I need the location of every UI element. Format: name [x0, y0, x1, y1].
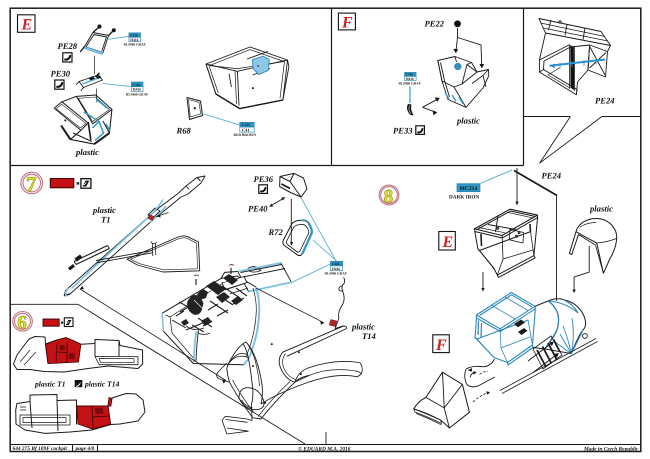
- svg-text:H416: H416: [406, 77, 414, 81]
- svg-text:PE30: PE30: [51, 69, 71, 79]
- svg-text:H416: H416: [130, 38, 138, 42]
- svg-text:R72: R72: [268, 227, 284, 237]
- svg-text:RLM66 GRAY: RLM66 GRAY: [126, 92, 149, 96]
- svg-text:T14: T14: [362, 331, 377, 341]
- svg-text:RLM66 GRAY: RLM66 GRAY: [399, 82, 422, 86]
- svg-text:C116: C116: [332, 262, 340, 266]
- svg-text:C116: C116: [133, 83, 141, 87]
- svg-text:F: F: [341, 15, 353, 32]
- svg-text:T1: T1: [101, 215, 111, 225]
- svg-text:plastic: plastic: [351, 322, 375, 332]
- svg-text:plastic: plastic: [92, 205, 116, 215]
- svg-text:H416: H416: [332, 267, 340, 271]
- svg-text:F: F: [435, 337, 447, 354]
- svg-text:C131: C131: [242, 123, 251, 127]
- svg-text:PE33: PE33: [393, 126, 413, 136]
- svg-text:RED BROWN: RED BROWN: [234, 133, 257, 137]
- svg-text:C116: C116: [130, 34, 138, 38]
- svg-text:E: E: [21, 17, 33, 34]
- svg-text:6: 6: [17, 313, 27, 334]
- svg-text:page 4/8: page 4/8: [75, 446, 95, 452]
- svg-text:8: 8: [384, 187, 394, 208]
- svg-text:H416: H416: [133, 88, 141, 92]
- svg-text:plastic T1: plastic T1: [34, 380, 66, 389]
- svg-text:plastic: plastic: [456, 116, 480, 126]
- svg-text:PE24: PE24: [595, 96, 615, 106]
- svg-text:Made in Czech Republic: Made in Czech Republic: [583, 446, 639, 452]
- svg-text:plastic T14: plastic T14: [84, 380, 120, 389]
- svg-text:PE24: PE24: [542, 171, 562, 181]
- svg-text:RLM66 GRAY: RLM66 GRAY: [124, 43, 147, 47]
- svg-text:plastic: plastic: [589, 204, 613, 214]
- svg-text:RLM66 GRAY: RLM66 GRAY: [325, 272, 348, 276]
- svg-text:PE36: PE36: [254, 174, 274, 184]
- svg-text:© EDUARD M.A. 2016: © EDUARD M.A. 2016: [298, 446, 351, 452]
- svg-text:DARK IRON: DARK IRON: [449, 194, 479, 200]
- svg-text:R68: R68: [176, 126, 192, 136]
- svg-text:644 275 Bf 109F cockpit: 644 275 Bf 109F cockpit: [13, 446, 68, 452]
- svg-text:C41: C41: [242, 127, 250, 132]
- svg-text:plastic: plastic: [75, 147, 99, 157]
- svg-text:PE28: PE28: [58, 41, 78, 51]
- svg-text:PE40: PE40: [248, 204, 268, 214]
- svg-text:PE22: PE22: [425, 19, 445, 29]
- svg-text:E: E: [442, 234, 454, 251]
- svg-text:MC214: MC214: [460, 186, 478, 192]
- svg-text:7: 7: [26, 172, 37, 196]
- svg-text:C116: C116: [406, 73, 414, 77]
